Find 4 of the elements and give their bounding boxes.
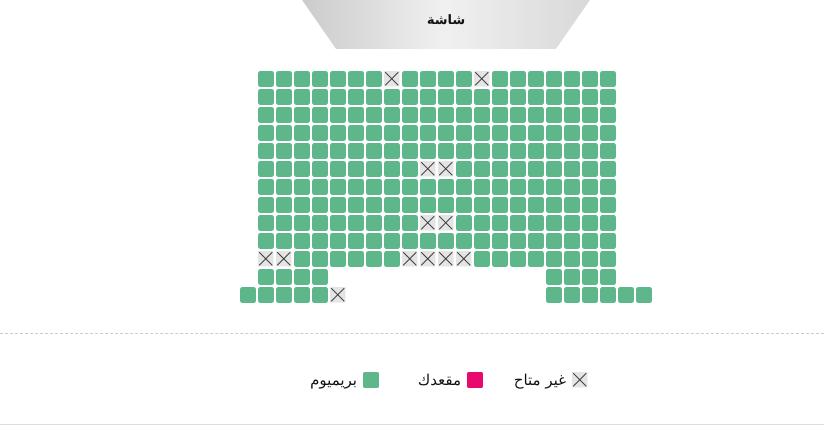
legend-label: غير متاح bbox=[514, 371, 566, 389]
screen-trapezoid: شاشة bbox=[302, 0, 590, 49]
legend-label: بريميوم bbox=[310, 371, 357, 389]
legend-label: مقعدك bbox=[418, 371, 461, 389]
